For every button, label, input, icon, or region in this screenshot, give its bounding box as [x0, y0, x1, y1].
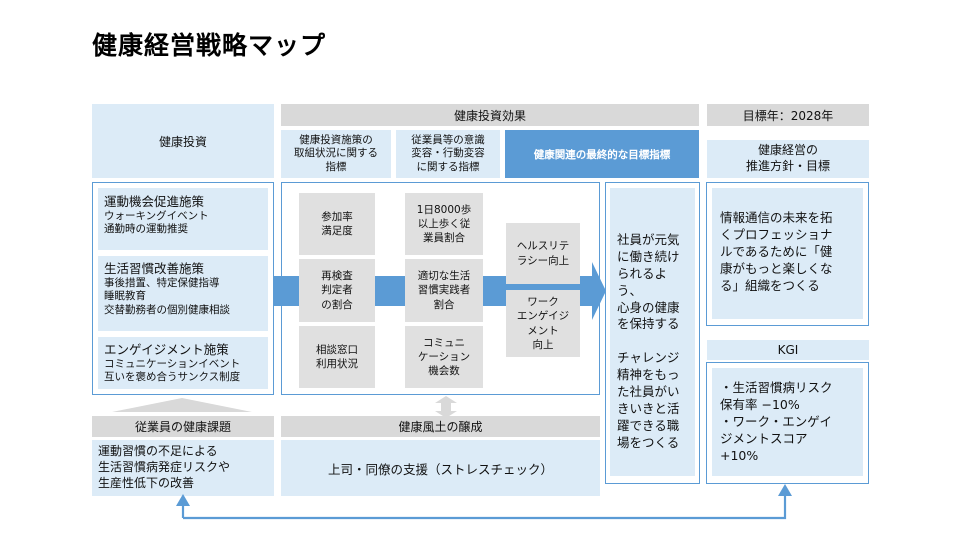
kgi-text: ・生活習慣病リスク 保有率 −10% ・ワーク・エンゲイ ジメントスコア +10… [712, 368, 863, 476]
header-effects: 健康投資効果 [281, 104, 699, 126]
investment-title: 生活習慣改善施策 [104, 261, 205, 276]
investment-line: 睡眠教育 [104, 290, 146, 303]
investment-line: 通勤時の運動推奨 [104, 223, 188, 236]
page-title: 健康経営戦略マップ [92, 31, 327, 60]
up-arrow [112, 398, 252, 412]
indicator-box: 参加率 満足度 [299, 193, 375, 255]
header-target-year: 目標年：2028年 [707, 104, 869, 126]
header-investment: 健康投資 [92, 104, 274, 178]
indicator-box: 適切な生活 習慣実践者 割合 [405, 259, 483, 322]
subheader-behavior-indicators: 従業員等の意識 変容・行動変容 に関する指標 [396, 130, 500, 178]
investment-title: 運動機会促進施策 [104, 194, 205, 209]
indicator-box: 再検査 判定者 の割合 [299, 259, 375, 322]
subheader-final-goal-indicators: 健康関連の最終的な目標指標 [505, 130, 699, 178]
subheader-activity-indicators: 健康投資施策の 取組状況に関する 指標 [281, 130, 391, 178]
kgi-header: KGI [707, 340, 869, 360]
header-policy: 健康経営の 推進方針・目標 [707, 140, 869, 178]
final-goal-text: 社員が元気 に働き続け られるよう、 心身の健康 を保持する チャレンジ 精神を… [610, 188, 695, 476]
indicator-box: 相談窓口 利用状況 [299, 326, 375, 388]
investment-item: 運動機会促進施策 ウォーキングイベント 通勤時の運動推奨 [98, 188, 268, 250]
indicator-box: ヘルスリテ ラシー向上 [506, 223, 580, 284]
investment-item: エンゲイジメント施策 コミュニケーションイベント 互いを褒め合うサンクス制度 [98, 337, 268, 389]
issues-header: 従業員の健康課題 [92, 416, 274, 437]
indicator-box: コミュニ ケーション 機会数 [405, 326, 483, 388]
investment-line: 事後措置、特定保健指導 [104, 276, 220, 289]
indicator-box: ワーク エンゲイジ メント 向上 [506, 290, 580, 357]
investment-line: 互いを褒め合うサンクス制度 [104, 371, 241, 384]
double-arrow [435, 396, 457, 418]
culture-header: 健康風土の醸成 [281, 416, 600, 437]
investment-line: ウォーキングイベント [104, 209, 209, 222]
investment-line: コミュニケーションイベント [104, 357, 241, 370]
investment-line: 交替勤務者の個別健康相談 [104, 303, 230, 316]
culture-text: 上司・同僚の支援（ストレスチェック） [281, 440, 600, 496]
indicator-box: 1日8000歩 以上歩く従 業員割合 [405, 193, 483, 255]
feedback-loop-arrow [176, 484, 792, 520]
issues-text: 運動習慣の不足による 生活習慣病発症リスクや 生産性低下の改善 [92, 440, 274, 496]
investment-item: 生活習慣改善施策 事後措置、特定保健指導 睡眠教育 交替勤務者の個別健康相談 [98, 256, 268, 331]
policy-text: 情報通信の未来を拓 くプロフェッショナ ルであるために「健 康がもっと楽しくな … [712, 188, 863, 319]
investment-title: エンゲイジメント施策 [104, 342, 229, 357]
